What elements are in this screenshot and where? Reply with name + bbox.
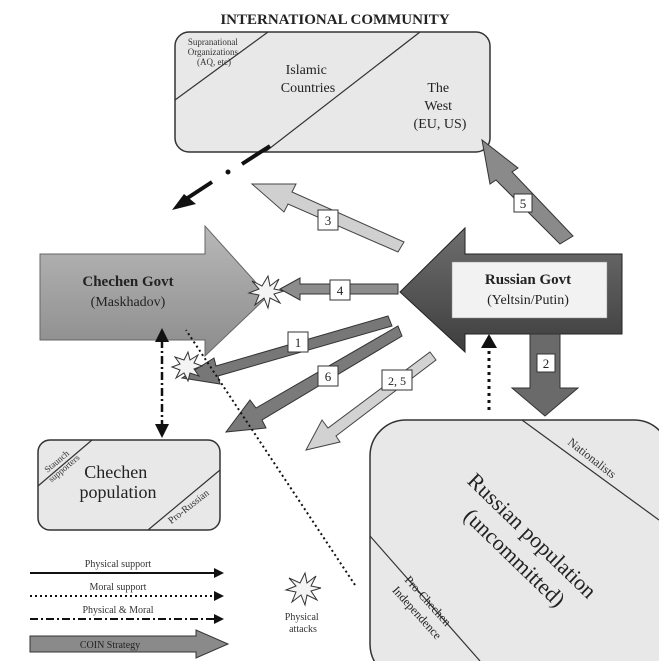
arrow-4: 4 <box>278 277 399 301</box>
legend-physical-attacks: Physical attacks <box>284 571 322 635</box>
arrow-5-label: 5 <box>520 196 527 211</box>
international-community-box: Supranational Organizations (AQ, etc) Is… <box>174 31 491 153</box>
diagram-title: INTERNATIONAL COMMUNITY <box>220 12 449 28</box>
physical-attack-burst-population <box>170 350 204 383</box>
supranational-label: Supranational Organizations (AQ, etc) <box>188 37 241 67</box>
legend-physical-moral: Physical & Moral <box>30 605 224 624</box>
physical-moral-double-arrow <box>155 328 169 438</box>
islamic-countries-label: Islamic Countries <box>281 63 335 96</box>
arrow-2: 2 <box>510 333 580 417</box>
arrow-1: 1 <box>180 315 393 385</box>
chechen-govt-leader: (Maskhadov) <box>91 295 166 310</box>
legend-burst-icon <box>284 571 322 607</box>
chechen-population-label: Chechen population <box>80 462 157 502</box>
legend-physical-attacks-label: Physical attacks <box>285 612 321 635</box>
legend-moral-support: Moral support <box>30 582 224 601</box>
arrow-2-5-label: 2, 5 <box>388 374 406 388</box>
russian-population-box: Nationalists Russian population (uncommi… <box>369 419 659 661</box>
arrow-3-label: 3 <box>325 213 332 228</box>
legend-moral-support-label: Moral support <box>90 582 147 593</box>
russian-govt-arrow: Russian Govt (Yeltsin/Putin) <box>399 226 623 354</box>
arrow-4-label: 4 <box>337 283 344 298</box>
arrow-2-label: 2 <box>543 356 550 371</box>
the-west-label: The West (EU, US) <box>414 81 467 132</box>
arrow-3: 3 <box>250 183 405 253</box>
legend-physical-support-label: Physical support <box>85 559 152 570</box>
moral-support-international-arrow <box>172 144 272 210</box>
moral-support-russian-pop-arrow <box>481 334 497 410</box>
arrow-1-label: 1 <box>295 335 302 350</box>
russian-govt-name: Russian Govt <box>485 272 571 288</box>
arrow-5-west: 5 <box>481 138 574 245</box>
moral-support-pro-chechen-line <box>185 329 356 586</box>
chechen-population-box: Staunch supporters Chechen population Pr… <box>37 439 221 531</box>
physical-attack-burst-govt <box>247 274 285 310</box>
legend-coin-strategy-label: COIN Strategy <box>80 640 140 651</box>
legend-physical-moral-label: Physical & Moral <box>82 605 153 616</box>
arrow-2-5: 2, 5 <box>305 351 437 451</box>
arrow-6: 6 <box>224 325 403 433</box>
legend-coin-strategy: COIN Strategy <box>29 629 230 659</box>
chechen-govt-name: Chechen Govt <box>82 274 173 290</box>
russian-govt-leader: (Yeltsin/Putin) <box>487 293 569 308</box>
arrow-6-label: 6 <box>325 369 332 384</box>
legend-physical-support: Physical support <box>30 559 224 578</box>
chechen-govt-arrow: Chechen Govt (Maskhadov) <box>39 224 269 358</box>
legend: Physical support Moral support Physical … <box>29 559 322 659</box>
